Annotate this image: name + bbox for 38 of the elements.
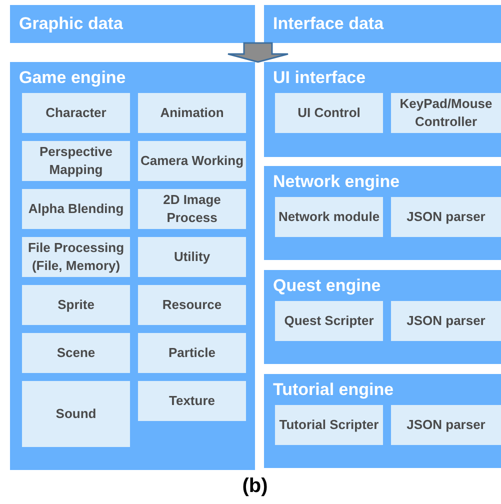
panel-title: Tutorial engine — [273, 380, 394, 400]
engine-panel — [264, 270, 501, 364]
caption: (b) — [241, 474, 269, 499]
module-box: Quest Scripter — [275, 301, 383, 341]
engine-panel — [10, 62, 255, 470]
panel-title: UI interface — [273, 68, 366, 88]
module-box: 2D Image Process — [138, 189, 246, 229]
module-box: Scene — [22, 333, 130, 373]
module-box: UI Control — [275, 93, 383, 133]
module-box: File Processing (File, Memory) — [22, 237, 130, 277]
panel-title: Network engine — [273, 172, 400, 192]
module-box: Resource — [138, 285, 246, 325]
module-box: JSON parser — [391, 405, 501, 445]
module-box: Utility — [138, 237, 246, 277]
panel-title: Interface data — [273, 14, 384, 34]
module-box: Sound — [22, 381, 130, 447]
module-box: Tutorial Scripter — [275, 405, 383, 445]
module-box: Network module — [275, 197, 383, 237]
data-bar — [264, 5, 501, 43]
module-box: Texture — [138, 381, 246, 421]
module-box: Perspective Mapping — [22, 141, 130, 181]
module-box: Character — [22, 93, 130, 133]
module-box: Sprite — [22, 285, 130, 325]
block-arrow — [227, 42, 289, 63]
module-box: Camera Working — [138, 141, 246, 181]
module-box: Particle — [138, 333, 246, 373]
engine-panel — [264, 166, 501, 260]
data-bar — [10, 5, 255, 43]
panel-title: Graphic data — [19, 14, 123, 34]
module-box: Alpha Blending — [22, 189, 130, 229]
panel-title: Game engine — [19, 68, 126, 88]
module-box: JSON parser — [391, 197, 501, 237]
panel-title: Quest engine — [273, 276, 381, 296]
engine-panel — [264, 62, 501, 157]
module-box: KeyPad/Mouse Controller — [391, 93, 501, 133]
engine-panel — [264, 374, 501, 468]
module-box: Animation — [138, 93, 246, 133]
module-box: JSON parser — [391, 301, 501, 341]
